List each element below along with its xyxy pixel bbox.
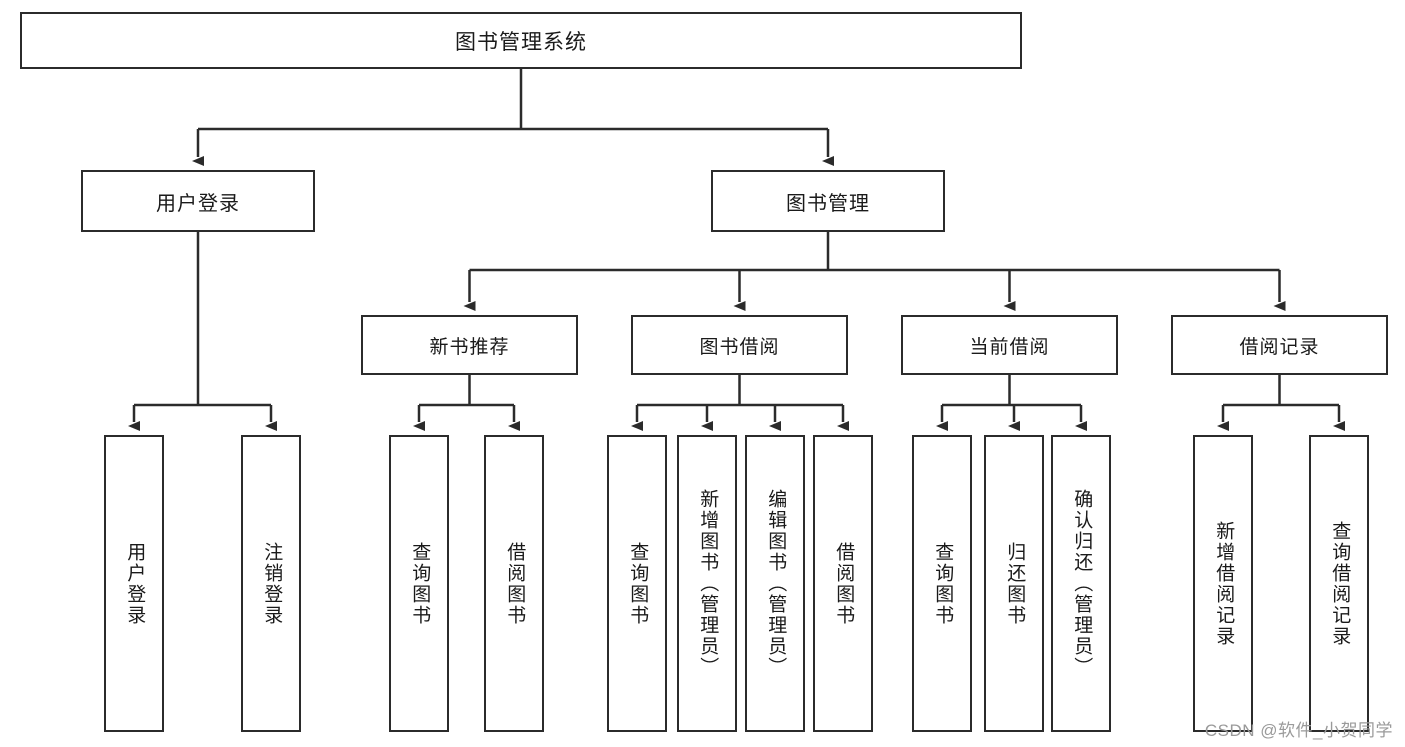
- node-leaf-leaf-user-logout[interactable]: 注销登录: [241, 435, 301, 732]
- node-label: 查询借阅记录: [1329, 520, 1351, 647]
- node-label: 图书借阅: [699, 336, 780, 358]
- node-label: 查询图书: [932, 541, 954, 626]
- node-label: 借阅图书: [833, 541, 855, 626]
- node-root[interactable]: 图书管理系统: [20, 12, 1022, 69]
- node-leaf-leaf-query-record[interactable]: 查询借阅记录: [1309, 435, 1369, 732]
- node-label: 归还图书: [1004, 541, 1026, 626]
- node-leaf-leaf-query-book-3[interactable]: 查询图书: [912, 435, 972, 732]
- node-label: 借阅记录: [1239, 336, 1320, 358]
- node-label: 新增借阅记录: [1213, 520, 1235, 647]
- node-leaf-leaf-query-book-1[interactable]: 查询图书: [389, 435, 449, 732]
- node-label: 新增图书（管理员）: [697, 489, 719, 678]
- node-leaf-leaf-user-login[interactable]: 用户登录: [104, 435, 164, 732]
- watermark: CSDN @软件_小贺同学: [1204, 721, 1393, 740]
- node-label: 借阅图书: [504, 541, 526, 626]
- node-leaf-leaf-add-book[interactable]: 新增图书（管理员）: [677, 435, 737, 732]
- node-leaf-leaf-borrow-book-2[interactable]: 借阅图书: [813, 435, 873, 732]
- node-label: 当前借阅: [969, 336, 1050, 358]
- node-leaf-leaf-return-book[interactable]: 归还图书: [984, 435, 1044, 732]
- node-label: 用户登录: [124, 541, 146, 626]
- node-label: 用户登录: [156, 192, 240, 215]
- node-label: 编辑图书（管理员）: [765, 489, 787, 678]
- node-label: 查询图书: [627, 541, 649, 626]
- node-level2-borrow-record[interactable]: 借阅记录: [1171, 315, 1388, 375]
- node-root-label: 图书管理系统: [455, 30, 587, 54]
- node-level2-new-book-recommend[interactable]: 新书推荐: [361, 315, 578, 375]
- node-level1-user-login[interactable]: 用户登录: [81, 170, 315, 232]
- node-label: 注销登录: [261, 541, 283, 626]
- node-label: 确认归还（管理员）: [1071, 489, 1093, 678]
- node-leaf-leaf-confirm-return[interactable]: 确认归还（管理员）: [1051, 435, 1111, 732]
- node-leaf-leaf-add-record[interactable]: 新增借阅记录: [1193, 435, 1253, 732]
- node-level1-book-manage[interactable]: 图书管理: [711, 170, 945, 232]
- node-level2-book-borrow[interactable]: 图书借阅: [631, 315, 848, 375]
- node-label: 图书管理: [786, 192, 870, 215]
- node-label: 新书推荐: [429, 336, 510, 358]
- node-level2-current-borrow[interactable]: 当前借阅: [901, 315, 1118, 375]
- node-leaf-leaf-borrow-book-1[interactable]: 借阅图书: [484, 435, 544, 732]
- node-leaf-leaf-query-book-2[interactable]: 查询图书: [607, 435, 667, 732]
- node-leaf-leaf-edit-book[interactable]: 编辑图书（管理员）: [745, 435, 805, 732]
- node-label: 查询图书: [409, 541, 431, 626]
